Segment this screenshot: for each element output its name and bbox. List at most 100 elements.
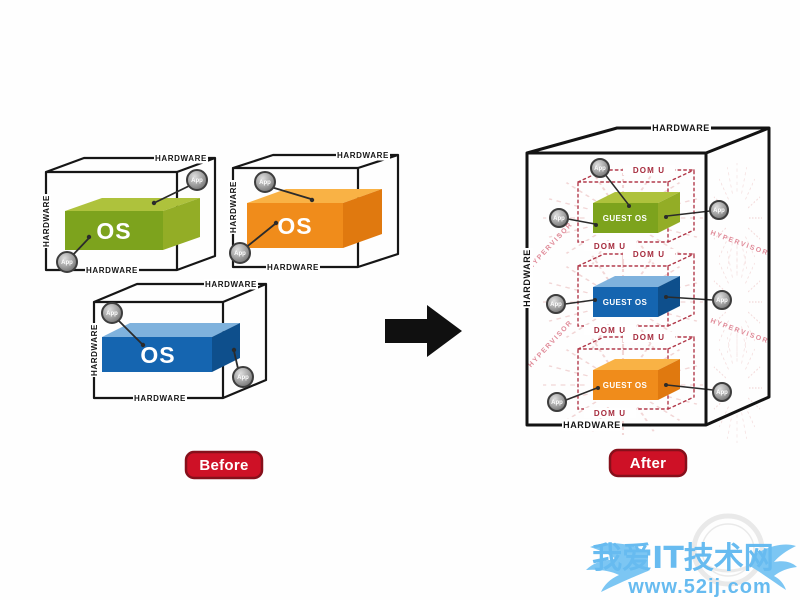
svg-text:App: App (234, 251, 246, 257)
svg-text:DOM U: DOM U (633, 166, 665, 175)
hardware-label-left: HARDWARE (521, 248, 533, 308)
before-button[interactable]: Before (184, 450, 264, 480)
svg-text:DOM U: DOM U (594, 326, 626, 335)
svg-text:DOM U: DOM U (594, 409, 626, 418)
svg-text:App: App (551, 400, 563, 406)
domu-label-top: DOM U (623, 249, 675, 259)
svg-text:App: App (550, 302, 562, 308)
hypervisor-label: HYPERVISOR (527, 221, 574, 271)
app-icon: App (547, 392, 567, 412)
svg-text:HARDWARE: HARDWARE (563, 420, 621, 430)
svg-text:App: App (191, 178, 203, 184)
domu-label-top: DOM U (623, 165, 675, 175)
domu-dashed-boundary (577, 253, 695, 327)
hardware-label-bottom: HARDWARE (85, 264, 139, 276)
app-icon: App (546, 294, 566, 314)
app-icon: App (590, 158, 610, 178)
svg-text:HARDWARE: HARDWARE (90, 324, 99, 376)
hypervisor-label: HYPERVISOR (527, 319, 574, 369)
svg-text:App: App (713, 208, 725, 214)
hardware-label-top: HARDWARE (154, 152, 208, 164)
guest-os-box-orange: GUEST OS (593, 359, 680, 400)
hardware-frame (44, 156, 217, 272)
svg-text:DOM U: DOM U (633, 333, 665, 342)
watermark-site-name: 我爱IT技术网 (592, 541, 774, 576)
svg-text:HARDWARE: HARDWARE (229, 181, 238, 233)
svg-text:App: App (594, 166, 606, 172)
hardware-cube-blue: OS HARDWARE HARDWARE HARDWARE App A (88, 278, 268, 404)
os-label: OS (96, 218, 131, 244)
svg-text:App: App (259, 180, 271, 186)
hardware-cube-orange: OS HARDWARE HARDWARE HARDWARE App A (227, 149, 400, 273)
after-button-label: After (630, 455, 667, 472)
watermark-site-url: www.52ij.com (627, 576, 772, 598)
svg-text:HARDWARE: HARDWARE (86, 266, 138, 275)
hypervisor-label: HYPERVISOR (709, 318, 769, 346)
hardware-frame (231, 153, 400, 269)
app-icon: App (549, 208, 569, 228)
svg-text:HARDWARE: HARDWARE (652, 123, 710, 133)
svg-text:App: App (61, 260, 73, 266)
svg-text:HARDWARE: HARDWARE (155, 154, 207, 163)
svg-text:App: App (553, 216, 565, 222)
guest-row-blue: GUEST OS DOM U DOM U App App (546, 249, 732, 335)
app-icon: App (186, 169, 208, 191)
svg-text:App: App (106, 311, 118, 317)
guest-row-orange: GUEST OS DOM U DOM U App App (547, 332, 732, 418)
guest-os-box-green: GUEST OS (593, 192, 680, 233)
svg-text:App: App (237, 375, 249, 381)
hardware-label-left: HARDWARE (227, 180, 239, 234)
svg-text:HARDWARE: HARDWARE (337, 151, 389, 160)
hardware-label-bottom: HARDWARE (562, 419, 622, 431)
svg-text:App: App (716, 390, 728, 396)
after-section: HYPERVISOR HYPERVISOR HYPERVISOR HYPERVI… (521, 122, 771, 478)
guest-os-label: GUEST OS (603, 381, 648, 390)
svg-text:HARDWARE: HARDWARE (205, 280, 257, 289)
os-box-blue: OS (102, 323, 240, 372)
hardware-label-bottom: HARDWARE (266, 261, 320, 273)
after-button[interactable]: After (608, 448, 688, 478)
app-icon: App (709, 200, 729, 220)
os-label: OS (277, 213, 312, 239)
domu-label-bottom: DOM U (584, 241, 636, 251)
hardware-frame (92, 282, 268, 400)
app-icon: App (712, 382, 732, 402)
svg-text:DOM U: DOM U (594, 242, 626, 251)
before-section: OS HARDWARE HARDWARE HARDWARE App A (40, 149, 400, 480)
svg-text:HARDWARE: HARDWARE (522, 249, 532, 307)
hardware-label-top: HARDWARE (336, 149, 390, 161)
svg-text:HARDWARE: HARDWARE (42, 195, 51, 247)
hardware-cube-green: OS HARDWARE HARDWARE HARDWARE App A (40, 152, 217, 276)
app-icon: App (229, 242, 251, 264)
app-icon: App (232, 366, 254, 388)
hardware-label-top: HARDWARE (204, 278, 258, 290)
app-icon: App (56, 251, 78, 273)
os-box-orange: OS (247, 189, 382, 248)
wing-icon (586, 543, 648, 592)
app-icon: App (254, 171, 276, 193)
transition-arrow-icon (385, 305, 462, 357)
hardware-label-left: HARDWARE (88, 323, 100, 377)
hardware-label-bottom: HARDWARE (133, 392, 187, 404)
svg-text:HARDWARE: HARDWARE (267, 263, 319, 272)
app-icon: App (712, 290, 732, 310)
stamp-icon (691, 513, 765, 587)
svg-text:App: App (716, 298, 728, 304)
domu-dashed-boundary (577, 336, 695, 410)
os-label: OS (140, 342, 175, 368)
guest-os-label: GUEST OS (603, 298, 648, 307)
domu-label-bottom: DOM U (584, 408, 636, 418)
wing-icon (750, 544, 797, 590)
hypervisor-label: HYPERVISOR (709, 230, 769, 258)
svg-text:DOM U: DOM U (633, 250, 665, 259)
os-box-green: OS (65, 198, 200, 250)
watermark: 我爱IT技术网 www.52ij.com (586, 513, 797, 598)
hardware-label-top: HARDWARE (651, 122, 711, 134)
before-button-label: Before (199, 457, 248, 474)
guest-row-green: GUEST OS DOM U DOM U App App A (549, 158, 729, 251)
domu-dashed-boundary (577, 169, 695, 243)
guest-os-label: GUEST OS (603, 214, 648, 223)
app-icon: App (101, 302, 123, 324)
